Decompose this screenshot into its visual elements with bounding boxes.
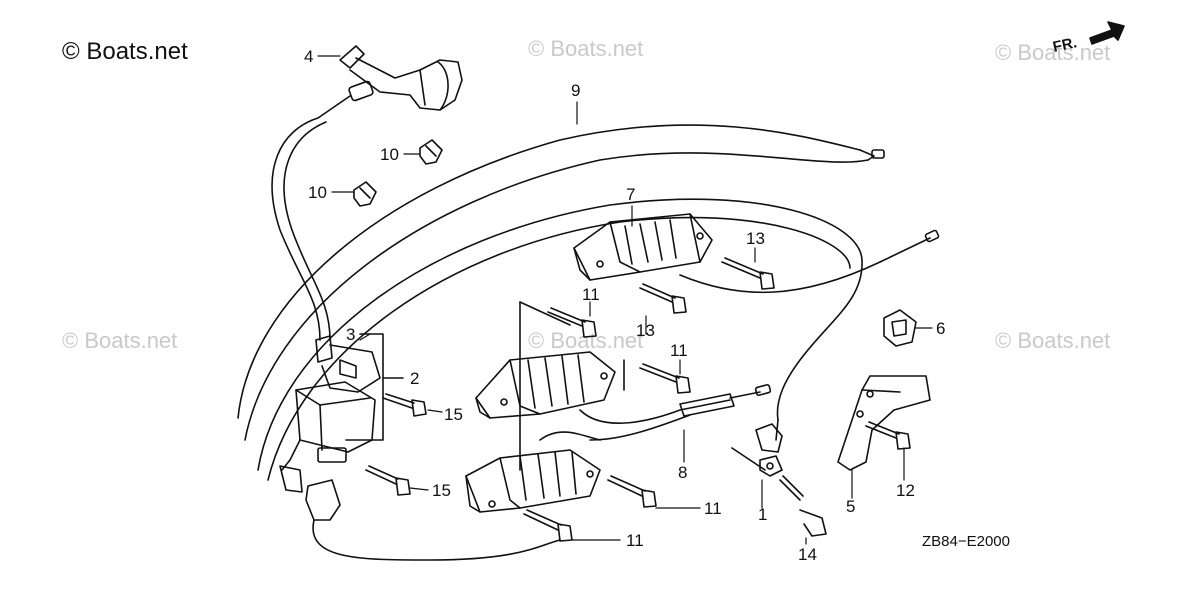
ignition-coil	[279, 335, 561, 561]
charge-coil	[475, 351, 616, 419]
callout-8: 8	[678, 463, 687, 482]
callout-15: 15	[432, 481, 451, 500]
callout-13: 13	[636, 321, 655, 340]
callout-6: 6	[936, 319, 945, 338]
direction-label: FR.	[1051, 34, 1078, 56]
callout-3: 3	[346, 325, 355, 344]
callout-13: 13	[746, 229, 765, 248]
watermark: © Boats.net	[62, 328, 178, 353]
callout-11: 11	[704, 499, 722, 518]
grommet	[883, 309, 917, 347]
leader-lines	[317, 55, 933, 545]
callout-10: 10	[308, 183, 327, 202]
callout-11: 11	[670, 341, 688, 360]
wire-harness	[237, 124, 940, 481]
callout-11: 11	[582, 285, 600, 304]
callout-5: 5	[846, 497, 855, 516]
direction-arrow-icon	[1089, 21, 1125, 45]
leader-line	[519, 301, 571, 326]
callout-14: 14	[798, 545, 817, 564]
callout-2: 2	[410, 369, 419, 388]
diagram-code: ZB84−E2000	[922, 533, 1010, 550]
watermark: © Boats.net	[995, 328, 1111, 353]
watermark: © Boats.net	[528, 328, 644, 353]
watermark: © Boats.net	[995, 40, 1111, 65]
pulser-coil	[465, 431, 601, 513]
callout-10: 10	[380, 145, 399, 164]
bolt	[523, 257, 775, 542]
callout-9: 9	[571, 81, 580, 100]
callout-1: 1	[758, 505, 767, 524]
exciter-coil	[573, 213, 713, 281]
wire-bundle	[579, 383, 772, 441]
spark-plug-cap	[271, 45, 463, 341]
coil-bracket	[837, 375, 931, 471]
callout-11: 11	[626, 531, 644, 550]
callout-4: 4	[304, 47, 313, 66]
leader-bracket	[345, 333, 384, 441]
watermark: © Boats.net	[528, 36, 644, 61]
callout-15: 15	[444, 405, 463, 424]
bolt	[365, 393, 427, 496]
bolt	[865, 421, 911, 450]
callout-7: 7	[626, 185, 635, 204]
ground-terminal	[731, 419, 827, 537]
callout-12: 12	[896, 481, 915, 500]
brand-logo: © Boats.net	[62, 38, 188, 65]
cable-clip	[353, 139, 443, 207]
